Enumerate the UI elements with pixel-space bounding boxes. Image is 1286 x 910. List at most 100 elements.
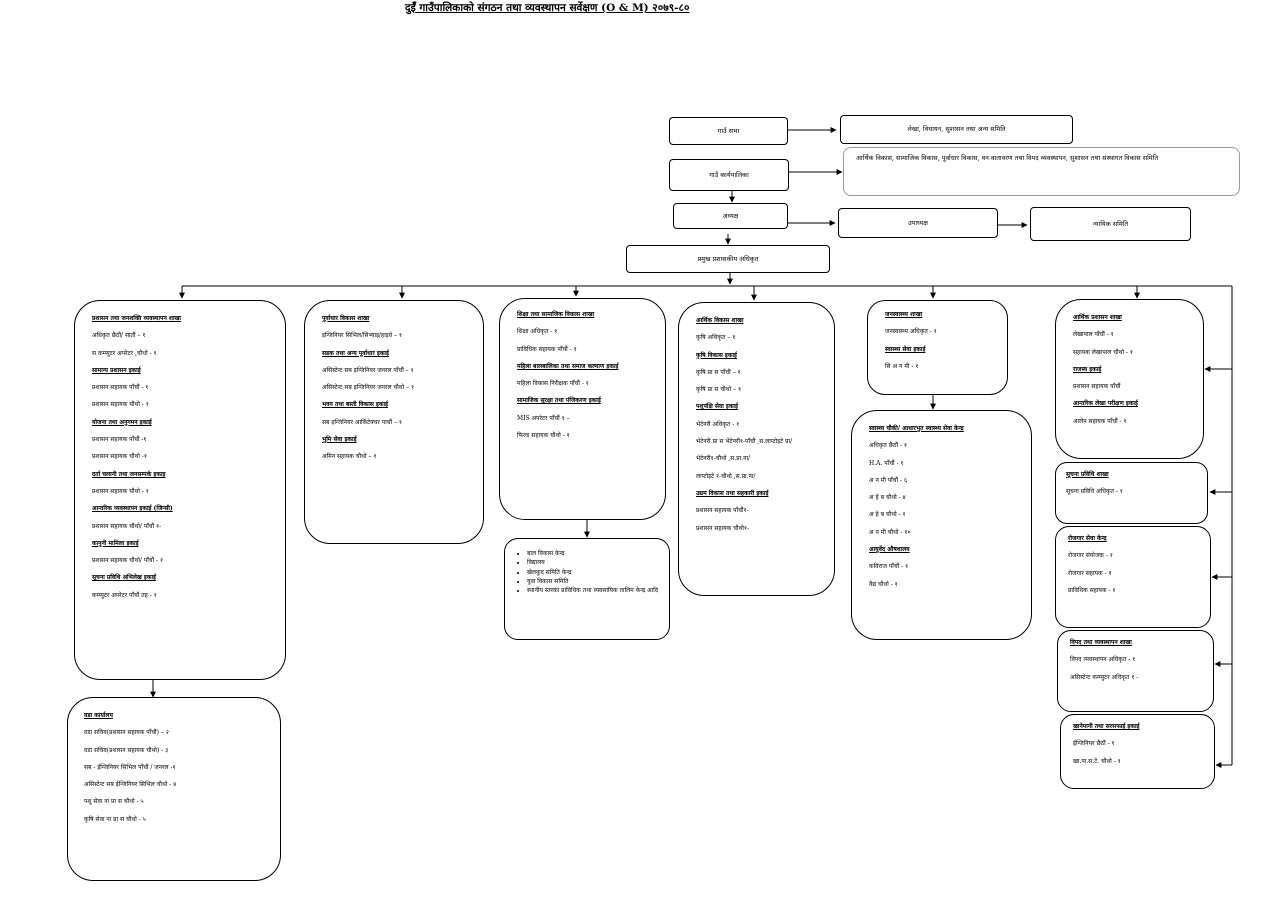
staff-line: प्रशासन सहायक चौथो - १ [92, 401, 149, 409]
staff-line: कृषि अधिकृत – १ [696, 334, 736, 342]
staff-line: असिस्टेन्ट सब ईन्जिनियर सिभिल चौथो - ४ [84, 781, 177, 789]
staff-line: रोजगार संयोजक - १ [1068, 552, 1113, 560]
unit-heading: पशुपंक्षि सेवा इकाई [696, 403, 738, 411]
staff-line: अ न मी पाँचौं - ६ [869, 476, 908, 484]
cao-box: प्रमुख प्रशासकीय अधिकृत [626, 245, 830, 273]
staff-line: प्रशासन सहायक पाँचौं१- [696, 507, 749, 515]
staff-line: प्रशासन सहायक चौथो/ पाँचौं - १ [92, 557, 164, 565]
unit-heading: भवन तथा बस्ती विकास इकाई [322, 401, 388, 409]
education-units-card: बाल विकास केन्द्रविद्यालयखेलकुद समिति के… [504, 538, 670, 640]
staff-line: वडा सचिव(प्रशासन सहायक पाँचौं) – २ [84, 729, 169, 737]
staff-line: प्राविधिक सहायक - १ [1068, 586, 1116, 594]
staff-line: विपद व्यवस्थापन अधिकृत - १ [1070, 656, 1136, 664]
unit-heading: भुमि सेवा इकाई [322, 436, 357, 444]
staff-line: खा.पा.स.टे. चौथो - १ [1073, 757, 1121, 765]
unit-heading: महिला बालबालिका तथा समाज कल्याण इकाई [517, 362, 619, 370]
staff-line: भेटेनरी अधिकृत - १ [696, 420, 740, 428]
unit-heading: सामाजिक सुरक्षा तथा पंजिकरण इकाई [517, 397, 601, 405]
staff-line: अधिकृत छैठौं - १ [869, 442, 907, 450]
economic-branch-card: आर्थिक विकास शाखा कृषि अधिकृत – १ कृषि विक… [678, 302, 835, 596]
finance-branch-card: आर्थिक प्रशासन शाखा लेखापाल पाँचौं - १ सहा… [1055, 299, 1204, 459]
staff-line: सि अ न मी - १ [885, 362, 919, 370]
staff-line: कृषि प्रा स पाँचौं – १ [696, 368, 741, 376]
upadhyaksha-box: उपाध्यक्ष [838, 208, 998, 238]
gaun-sabha-committee-box: लेखा, विधायन, सुशासन तथा अन्य समिति [840, 115, 1073, 144]
staff-line: कविराज पाँचौं - १ [869, 563, 909, 571]
gaun-sabha-label: गाउँ सभा [717, 126, 740, 135]
unit-heading: आर्थिक प्रशासन शाखा [1073, 314, 1122, 321]
staff-line: आलेप सहायक पाँचौं - १ [1073, 417, 1127, 425]
unit-heading: प्रशासन तथा जनशक्ति व्यवस्थापन शाखा [92, 315, 181, 322]
nyayik-box: न्यायिक समिति [1030, 207, 1191, 241]
staff-line: प्रशासन सहायक पाँचौं [1073, 383, 1121, 391]
unit-heading: आन्तरिक लेखा परीक्षण इकाई [1073, 400, 1138, 408]
staff-line: MIS अपरेटर पाँचौं १ – [517, 414, 570, 422]
staff-line: पशु सेवा ना प्रा स चौथो - ५ [84, 798, 144, 806]
unit-heading: कृषि विकास इकाई [696, 351, 737, 359]
page-title: दुईँ गाउँपालिकाको संगठन तथा व्यवस्थापन स… [405, 2, 690, 14]
karyapalika-label: गाउँ कार्यपालिका [709, 170, 749, 179]
unit-heading: आर्थिक विकास शाखा [696, 317, 744, 324]
unit-heading: स्वास्थ्य सेवा इकाई [885, 345, 926, 353]
employment-center-card: रोजगार सेवा केन्द्र रोजगार संयोजक - १ रोजग… [1055, 526, 1211, 628]
staff-line: प्रशासन सहायक चौथो१- [696, 524, 750, 532]
staff-line: भेटेनरी प्रा स भेटेनरी१-पाँचौं ,स.लाप्टो… [696, 438, 793, 446]
unit-heading: उद्यम विकास तथा सहकारी इकाई [696, 489, 769, 497]
unit-heading: जनस्वास्थ्य शाखा [885, 311, 923, 318]
disaster-branch-card: विपद तथा व्यवस्थापन शाखाविपद व्यवस्थापन … [1057, 630, 1214, 712]
infra-branch-card: पूर्वाधार विकास शाखा इन्जिनियर सिभिल/सिभ्… [304, 300, 484, 544]
unit-heading: पूर्वाधार विकास शाखा [322, 315, 370, 322]
staff-line: सूचना प्रविधि अधिकृत - १ [1066, 488, 1123, 496]
karyapalika-committees-label: आर्थिक विकास, सामाजिक विकास, पूर्वाधार व… [856, 154, 1159, 162]
unit-heading: राजस्व इकाई [1073, 365, 1102, 373]
staff-line: वडा सचिव(प्रशासन सहायक चौथो) - ३ [84, 746, 169, 754]
staff-line: रोजगार सहायक - १ [1068, 569, 1112, 577]
health-post-card: स्वास्थ्य चौकी/ आधारभुत स्वास्थ्य सेवा क… [851, 410, 1032, 640]
staff-line: इन्जिनियर सिभिल/सिभ्याइ/हाइवे – १ [322, 332, 403, 340]
unit-heading: सूचना प्रविधि अभिलेख इकाई [92, 574, 156, 582]
staff-line: अ हे ब चौथो - १ [869, 511, 906, 519]
unit-heading: दर्ता चलानी तथा जनसम्पर्क इकाइ [92, 470, 166, 478]
unit-heading: सूचना प्रविधि शाखा [1066, 471, 1109, 478]
education-units-list: बाल विकास केन्द्रविद्यालयखेलकुद समिति के… [513, 549, 661, 595]
adhyaksha-label: अध्यक्ष [722, 211, 739, 220]
education-branch-card: शिक्षा तथा सामाजिक विकास शाखा शिक्षा अधिक… [499, 298, 666, 520]
admin-branch-card: प्रशासन तथा जनशक्ति व्यवस्थापन शाखा अधिकृ… [74, 300, 286, 680]
staff-line: असिस्टेन्ट सब इन्जिनियर जनरल चौथो – १ [322, 384, 415, 392]
staff-line: प्रशासन सहायक चौथो -१ [92, 453, 147, 461]
staff-line: लाप्टोइटे १-चौथो ,स.प्रा.ना/ [696, 472, 756, 480]
karyapalika-committees-box: आर्थिक विकास, सामाजिक विकास, पूर्वाधार व… [843, 147, 1240, 196]
staff-line: महिला विकास निरीक्षक पाँचौं - १ [517, 380, 589, 388]
staff-line: फिल्ड सहायक चौथो - १ [517, 432, 570, 440]
list-item: बाल विकास केन्द्र [527, 549, 661, 558]
list-item: युवा विकास समिति [527, 577, 661, 586]
staff-line: कृषि सेवा ना प्रा स चौथो - ५ [84, 815, 146, 823]
staff-line: अमिन सहायक चौथो – १ [322, 453, 377, 461]
nyayik-label: न्यायिक समिति [1092, 219, 1129, 228]
staff-line: सब - ईन्जिनियर सिभिल पाँचौं / जनरल -१ [84, 763, 176, 771]
staff-line: असिस्टेन्ट कम्प्युटर अधिकृत १ - [1070, 673, 1139, 681]
unit-heading: योजना तथा अनुगमन इकाई [92, 418, 152, 426]
unit-heading: खानेपानी तथा सरसफाई इकाई [1073, 723, 1140, 730]
staff-line: भेटेनरी१-चौथो ,स.प्रा.ना/ [696, 455, 751, 463]
adhyaksha-box: अध्यक्ष [673, 203, 788, 229]
unit-heading: आयुर्वेद औषधालय [869, 546, 910, 554]
unit-heading: आन्तरिक व्यवस्थापन इकाई (जिन्सी) [92, 505, 173, 513]
staff-line: शिक्षा अधिकृत - १ [517, 328, 558, 336]
staff-line: सब इन्जिनियर आर्किटेक्चर पाचौं – १ [322, 418, 403, 426]
unit-heading: स्वास्थ्य चौकी/ आधारभुत स्वास्थ्य सेवा क… [869, 425, 964, 432]
staff-line: कम्प्युटर अपरेटर पाँचौं तह - १ [92, 591, 157, 599]
it-branch-card: सूचना प्रविधि शाखा सूचना प्रविधि अधिकृत -… [1055, 462, 1208, 524]
gaun-sabha-committee-label: लेखा, विधायन, सुशासन तथा अन्य समिति [907, 125, 1006, 134]
staff-line: सहायक लेखापाल चौथो - १ [1073, 348, 1133, 356]
unit-heading: शिक्षा तथा सामाजिक विकास शाखा [517, 311, 595, 318]
staff-line: अधिकृत छैठौं/ सातौं – १ [92, 332, 146, 340]
unit-heading: रोजगार सेवा केन्द्र [1068, 535, 1107, 542]
cao-label: प्रमुख प्रशासकीय अधिकृत [697, 254, 759, 263]
staff-line: प्रशासन सहायक पाँचौं -१ [92, 436, 147, 444]
staff-line: लेखापाल पाँचौं - १ [1073, 331, 1114, 339]
